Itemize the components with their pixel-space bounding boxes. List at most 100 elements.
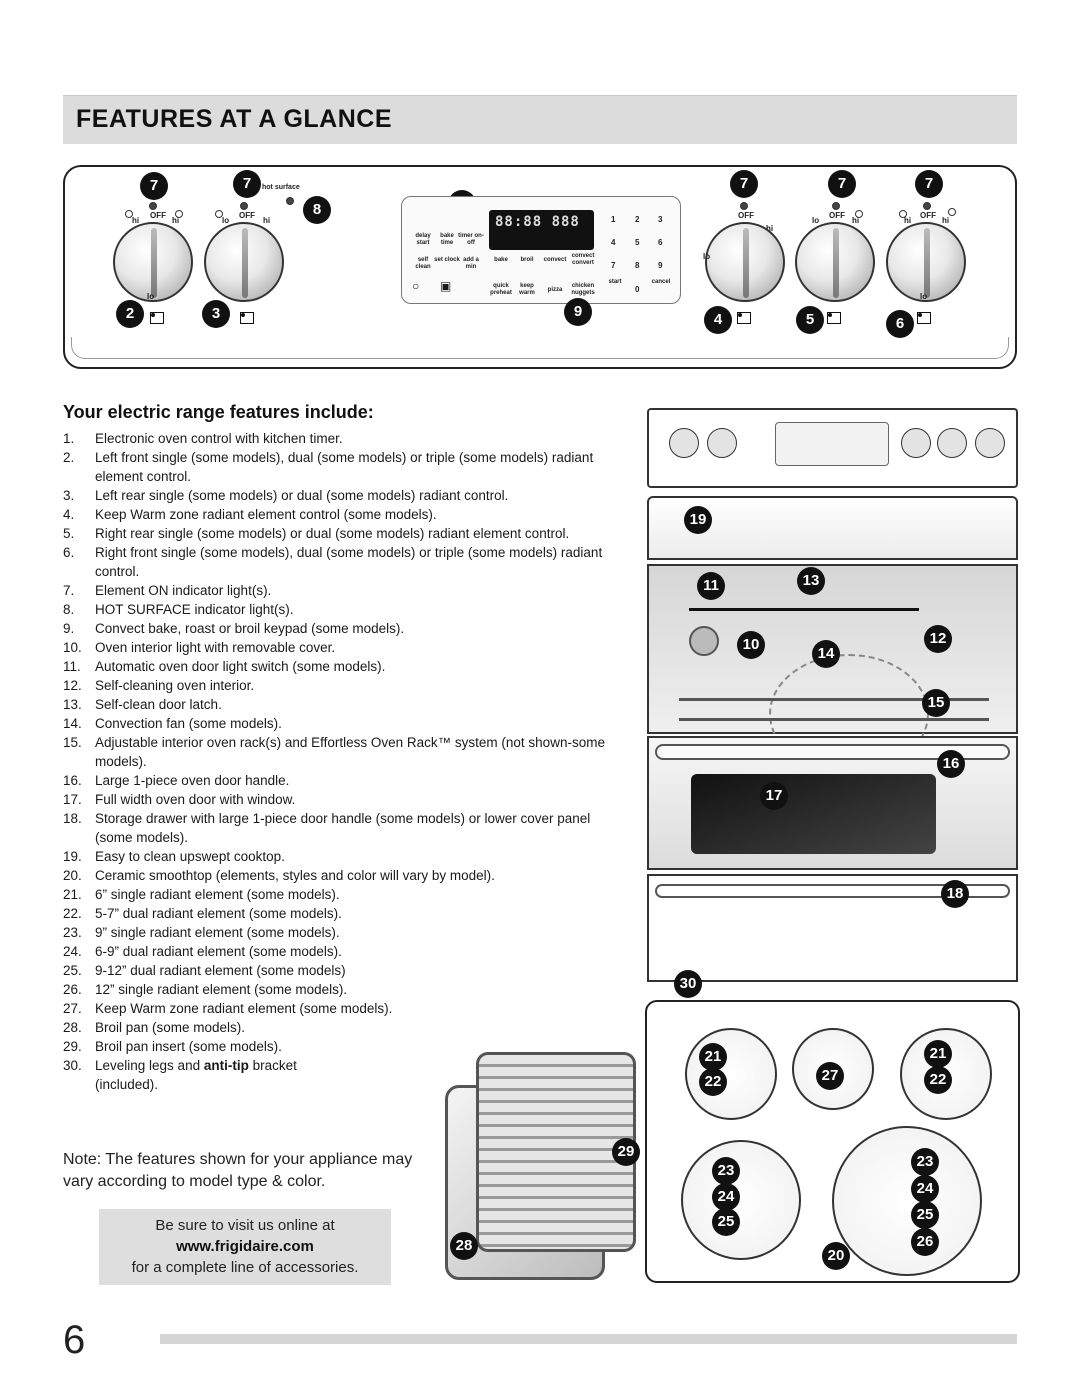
- indicator-light-icon: [923, 202, 931, 210]
- callout-21: 21: [699, 1043, 727, 1071]
- indicator-light-icon: [149, 202, 157, 210]
- right-front-knob[interactable]: [886, 222, 966, 302]
- numpad-key[interactable]: 6: [658, 238, 663, 247]
- callout-7: 7: [233, 170, 261, 198]
- callout-19: 19: [684, 506, 712, 534]
- key-self-clean[interactable]: self clean: [415, 257, 431, 270]
- callout-12: 12: [924, 625, 952, 653]
- key-cancel[interactable]: cancel: [651, 279, 671, 285]
- key-set-clock[interactable]: set clock: [434, 257, 460, 263]
- indicator-light-icon: [948, 208, 956, 216]
- knob-label-lo: lo: [812, 216, 820, 225]
- broil-pan-insert-illustration: [476, 1052, 636, 1252]
- visit-line-1: Be sure to visit us online at: [155, 1217, 335, 1234]
- key-pizza[interactable]: pizza: [547, 287, 563, 293]
- numpad-key[interactable]: 2: [635, 215, 640, 224]
- callout-8: 8: [303, 196, 331, 224]
- indicator-light-icon: [740, 202, 748, 210]
- key-keep-warm[interactable]: keep warm: [519, 283, 535, 296]
- callout-7: 7: [140, 172, 168, 200]
- list-item: 22.5-7” dual radiant element (some model…: [63, 906, 342, 921]
- callout-23: 23: [911, 1148, 939, 1176]
- left-rear-knob[interactable]: [204, 222, 284, 302]
- callout-20: 20: [822, 1242, 850, 1270]
- list-item: 16.Large 1-piece oven door handle.: [63, 773, 290, 788]
- numpad-key[interactable]: 0: [635, 285, 640, 294]
- lock-icon: ▣: [440, 279, 452, 293]
- indicator-light-icon: [175, 210, 183, 218]
- visit-online-box: Be sure to visit us online at www.frigid…: [99, 1209, 391, 1285]
- list-item: 8.HOT SURFACE indicator light(s).: [63, 602, 294, 617]
- callout-4: 4: [704, 306, 732, 334]
- model-variation-note: Note: The features shown for your applia…: [63, 1151, 413, 1190]
- list-item: 14.Convection fan (some models).: [63, 716, 282, 731]
- list-item: 23.9” single radiant element (some model…: [63, 925, 340, 940]
- callout-10: 10: [737, 631, 765, 659]
- callout-22: 22: [699, 1068, 727, 1096]
- key-delay-start[interactable]: delay start: [415, 233, 431, 246]
- list-item: 28.Broil pan (some models).: [63, 1020, 246, 1035]
- key-bake-time[interactable]: bake time: [440, 233, 454, 246]
- right-rear-knob[interactable]: [795, 222, 875, 302]
- hot-surface-label: hot surface: [262, 184, 300, 191]
- oven-rack: [679, 718, 989, 721]
- callout-18: 18: [941, 880, 969, 908]
- key-broil[interactable]: broil: [520, 257, 534, 263]
- callout-13: 13: [797, 567, 825, 595]
- key-start[interactable]: start: [608, 279, 622, 285]
- element-position-icon: [240, 312, 254, 324]
- keep-warm-knob[interactable]: [705, 222, 785, 302]
- callout-30: 30: [674, 970, 702, 998]
- list-item: 15.Adjustable interior oven rack(s) and …: [63, 735, 605, 769]
- key-add-a-min[interactable]: add a min: [463, 257, 479, 270]
- features-heading: Your electric range features include:: [63, 402, 374, 422]
- callout-25: 25: [712, 1208, 740, 1236]
- key-timer[interactable]: timer on-off: [458, 233, 484, 246]
- callout-7: 7: [828, 170, 856, 198]
- key-chicken-nuggets[interactable]: chicken nuggets: [571, 283, 595, 296]
- element-position-icon: [827, 312, 841, 324]
- callout-7: 7: [730, 170, 758, 198]
- numpad-key[interactable]: 4: [611, 238, 616, 247]
- knob-label-off: OFF: [239, 211, 255, 220]
- left-front-knob[interactable]: [113, 222, 193, 302]
- list-item: 6.Right front single (some models), dual…: [63, 545, 603, 579]
- mini-knob: [975, 428, 1005, 458]
- list-item: 4.Keep Warm zone radiant element control…: [63, 507, 437, 522]
- list-item: 13.Self-clean door latch.: [63, 697, 222, 712]
- callout-17: 17: [760, 782, 788, 810]
- key-convect[interactable]: convect: [543, 257, 567, 263]
- numpad-key[interactable]: 7: [611, 261, 616, 270]
- indicator-light-icon: [855, 210, 863, 218]
- left-front-element: [681, 1140, 801, 1260]
- drawer-handle[interactable]: [655, 884, 1010, 898]
- features-list: 1.Electronic oven control with kitchen t…: [63, 429, 623, 1094]
- key-bake[interactable]: bake: [494, 257, 508, 263]
- key-quick-preheat[interactable]: quick preheat: [490, 283, 512, 296]
- page-number: 6: [63, 1318, 86, 1362]
- knob-label-hi: hi: [263, 216, 271, 225]
- list-item: 2.Left front single (some models), dual …: [63, 450, 594, 484]
- website-link[interactable]: www.frigidaire.com: [176, 1238, 314, 1255]
- knob-label-lo: lo: [147, 292, 155, 301]
- key-convect-convert[interactable]: convect convert: [571, 253, 595, 266]
- hot-surface-light-icon: [286, 197, 294, 205]
- element-position-icon: [917, 312, 931, 324]
- numpad-key[interactable]: 3: [658, 215, 663, 224]
- callout-3: 3: [202, 300, 230, 328]
- list-item: 20.Ceramic smoothtop (elements, styles a…: [63, 868, 495, 883]
- numpad-key[interactable]: 5: [635, 238, 640, 247]
- mini-knob: [707, 428, 737, 458]
- oven-door-handle[interactable]: [655, 744, 1010, 760]
- knob-label-off: OFF: [829, 211, 845, 220]
- oven-window: [691, 774, 936, 854]
- element-position-icon: [150, 312, 164, 324]
- right-front-element: [832, 1126, 982, 1276]
- numpad-key[interactable]: 9: [658, 261, 663, 270]
- numpad-key[interactable]: 1: [611, 215, 616, 224]
- knob-label-lo: lo: [920, 292, 928, 301]
- indicator-light-icon: [899, 210, 907, 218]
- callout-26: 26: [911, 1228, 939, 1256]
- numpad-key[interactable]: 8: [635, 261, 640, 270]
- oven-display: 88:88 888: [489, 210, 594, 250]
